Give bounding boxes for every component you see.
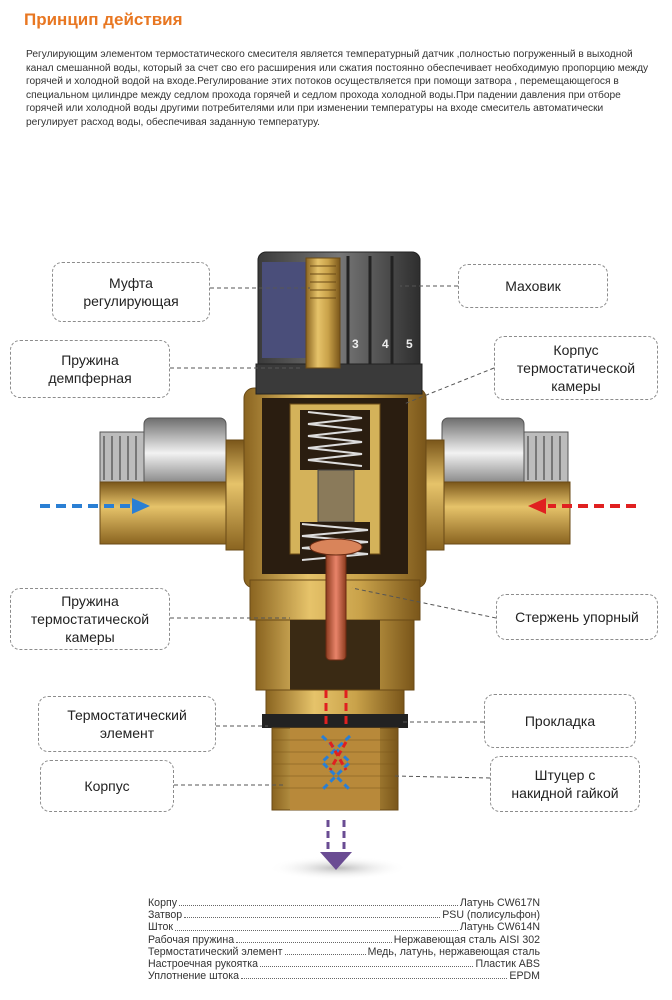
label-korpus-term: Корпус термостатической камеры (494, 336, 658, 400)
spec-name: Уплотнение штока (148, 970, 240, 983)
label-korpus-left: Корпус (40, 760, 174, 812)
label-pruzhina-demp-text: Пружина демпферная (48, 352, 132, 386)
spec-name: Корпу (148, 897, 177, 909)
handwheel: 3 4 5 (255, 251, 423, 395)
page-title: Принцип действия (24, 10, 183, 29)
spec-row: Рабочая пружина Нержавеющая сталь AISI 30… (148, 934, 540, 946)
spec-dots (241, 970, 508, 980)
label-sterzhen: Стержень упорный (496, 594, 658, 640)
label-mahovik-text: Маховик (505, 278, 561, 294)
spec-name: Термостатический элемент (148, 945, 283, 958)
spec-row: Шток Латунь CW614N (148, 921, 540, 933)
spec-value: Латунь CW617N (459, 897, 540, 909)
spec-name: Настроечная рукоятка (148, 958, 259, 971)
spec-dots (284, 946, 366, 956)
leader-lines (170, 285, 497, 786)
label-korpus-term-text: Корпус термостатической камеры (516, 342, 636, 394)
spec-value: PSU (полисульфон) (442, 909, 540, 922)
label-pruzhina-term-text: Пружина термостатической камеры (30, 593, 150, 645)
hot-flow-arrow (528, 498, 636, 514)
materials-spec-list: Корпу Латунь CW617N Затвор PSU (полисульфо… (148, 897, 540, 982)
spec-dots (184, 909, 441, 919)
spec-row: Настроечная рукоятка Пластик ABS (148, 958, 540, 970)
spec-value: Медь, латунь, нержавеющая сталь (367, 945, 540, 958)
label-korpus-left-text: Корпус (84, 778, 130, 794)
spec-value: Латунь CW614N (459, 921, 540, 934)
mixed-flow-lines (319, 690, 353, 870)
label-pruzhina-term: Пружина термостатической камеры (10, 588, 170, 650)
label-muft-text: Муфта регулирующая (83, 275, 179, 309)
label-prokladka-text: Прокладка (524, 713, 596, 729)
spec-dots (179, 897, 458, 907)
spec-name: Затвор (148, 909, 183, 922)
cold-flow-arrow (40, 498, 150, 514)
spec-row: Термостатический элемент Медь, латунь, не… (148, 946, 540, 958)
label-mahovik: Маховик (458, 264, 608, 308)
spec-row: Уплотнение штока EPDM (148, 970, 540, 982)
label-shtutser: Штуцер с накидной гайкой (490, 756, 640, 812)
spec-name: Рабочая пружина (148, 933, 235, 946)
label-shtutser-text: Штуцер с накидной гайкой (511, 767, 619, 801)
spec-value: Нержавеющая сталь AISI 302 (393, 933, 540, 946)
label-prokladka: Прокладка (484, 694, 636, 748)
spec-dots (236, 934, 392, 943)
spec-name: Шток (148, 921, 173, 934)
intro-paragraph: Регулирующим элементом термостатического… (26, 49, 649, 128)
left-inlet (99, 417, 267, 551)
spec-row: Затвор PSU (полисульфон) (148, 909, 540, 921)
label-term-element: Термостатический элемент (38, 696, 216, 752)
label-term-element-text: Термостатический элемент (67, 707, 187, 741)
knob-number-4: 4 (382, 337, 389, 351)
spec-value: Пластик ABS (475, 958, 540, 971)
knob-number-3: 3 (352, 337, 359, 351)
knob-number-5: 5 (406, 337, 413, 351)
label-pruzhina-demp: Пружина демпферная (10, 340, 170, 398)
spec-value: EPDM (509, 970, 540, 983)
spec-dots (260, 958, 474, 968)
spec-dots (174, 921, 458, 931)
label-muft: Муфта регулирующая (52, 262, 210, 322)
spec-row: Корпу Латунь CW617N (148, 897, 540, 909)
label-sterzhen-text: Стержень упорный (515, 609, 639, 625)
inner-mechanism (289, 403, 381, 661)
floor-shadow (268, 856, 408, 880)
right-inlet (403, 417, 571, 551)
